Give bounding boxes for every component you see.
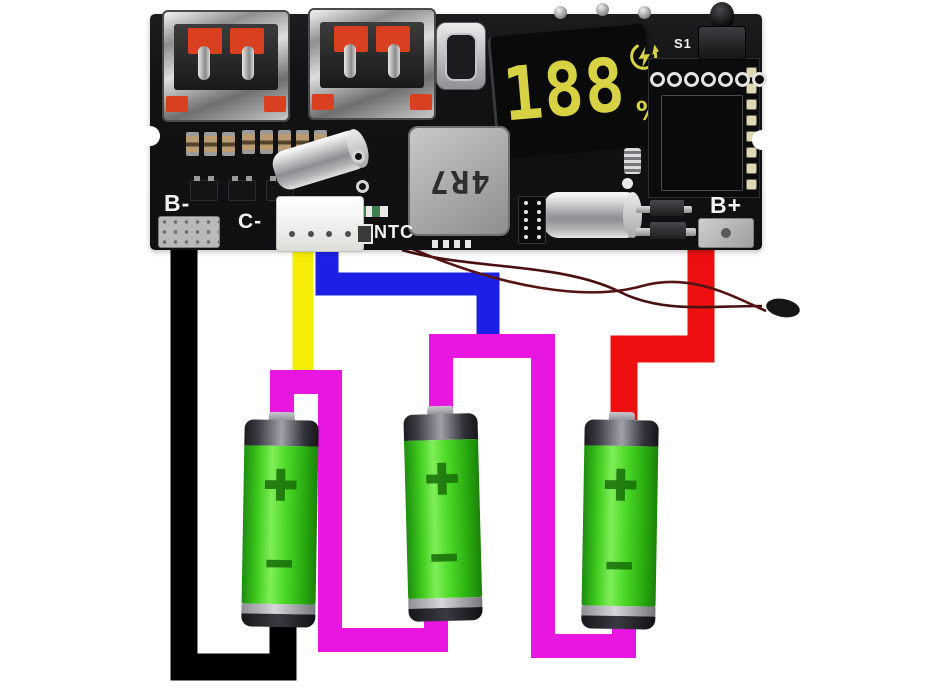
power-button-knob <box>710 2 734 28</box>
battery-bottom-cap <box>408 606 483 622</box>
battery-plus-symbol: + <box>423 444 461 512</box>
electrolytic-capacitor <box>544 192 642 238</box>
battery-bottom-cap <box>581 615 656 630</box>
usb-contact <box>388 44 400 78</box>
usb-mount-tab <box>264 96 286 112</box>
battery-body: + − <box>241 445 319 605</box>
ntc-label: NTC <box>374 222 414 242</box>
transistor <box>190 176 218 201</box>
battery-cell-1: + − <box>241 411 319 630</box>
b-minus-wire <box>170 246 297 681</box>
b-plus-wire <box>610 240 715 420</box>
powerbank-pcb: 188 % S1 <box>140 2 772 252</box>
module-shield <box>661 95 743 191</box>
battery-minus-symbol: − <box>429 529 460 584</box>
series-link-2-wire <box>429 334 636 658</box>
battery-cell-2: + − <box>403 405 483 625</box>
battery-bottom-cap <box>241 613 316 628</box>
usb-a-port-2 <box>308 8 436 120</box>
b-minus-label: B- <box>164 190 191 216</box>
balance-2-wire <box>315 246 500 342</box>
ntc-thermistor-wire <box>407 245 767 313</box>
battery-cell-3: + − <box>581 411 659 632</box>
usb-c-slot <box>445 33 477 81</box>
battery-plus-symbol: + <box>602 450 640 518</box>
transistor <box>228 176 256 201</box>
battery-top-cap <box>244 419 319 447</box>
usb-mount-tab <box>312 94 334 110</box>
via-hole <box>622 178 633 189</box>
battery-body: + − <box>581 445 659 607</box>
usb-c-port <box>436 22 486 90</box>
series-link-1-wire <box>270 370 448 652</box>
smd-resistor-row <box>186 132 235 156</box>
castellated-pads <box>746 67 757 190</box>
power-button <box>698 26 746 60</box>
through-hole-row <box>650 72 767 87</box>
usb-contact <box>242 46 254 80</box>
switch-label: S1 <box>674 36 692 51</box>
standoff-bolt-icon <box>638 6 651 19</box>
standoff-bolt-icon <box>596 3 609 16</box>
b-minus-pad <box>158 216 220 248</box>
balance-connector <box>276 196 364 252</box>
battery-percentage-display: 188 % <box>487 23 664 157</box>
usb-a-opening <box>320 22 424 88</box>
ntc-thermistor-wire <box>401 248 763 309</box>
board-notch <box>140 126 160 146</box>
ntc-thermistor-bead <box>766 298 800 318</box>
usb-a-opening <box>174 24 278 90</box>
battery-top-cap <box>403 413 479 441</box>
ntc-pad-icon <box>356 224 373 244</box>
board-notch <box>752 130 772 150</box>
usb-contact <box>198 46 210 80</box>
standoff-bolt-icon <box>554 6 567 19</box>
usb-a-port-1 <box>162 10 290 122</box>
screw-post <box>624 148 641 174</box>
c-minus-label: C- <box>238 210 263 233</box>
usb-mount-tab <box>166 96 188 112</box>
pin-header <box>518 196 546 244</box>
usb-contact <box>344 44 356 78</box>
battery-top-cap <box>584 419 659 447</box>
battery-minus-symbol: − <box>264 536 294 591</box>
b-plus-label: B+ <box>710 192 743 218</box>
power-inductor: 4R7 <box>408 126 510 236</box>
battery-minus-symbol: − <box>604 538 634 593</box>
inductor-marking: 4R7 <box>428 163 490 199</box>
battery-body: + − <box>404 439 483 599</box>
via-ring <box>352 150 365 163</box>
usb-mount-tab <box>410 94 432 110</box>
display-digits: 188 <box>499 41 629 139</box>
b-plus-pad <box>698 218 754 248</box>
battery-plus-symbol: + <box>262 450 300 518</box>
solder-ticks <box>432 240 471 248</box>
connector-pins <box>289 231 351 237</box>
via-ring <box>356 180 369 193</box>
